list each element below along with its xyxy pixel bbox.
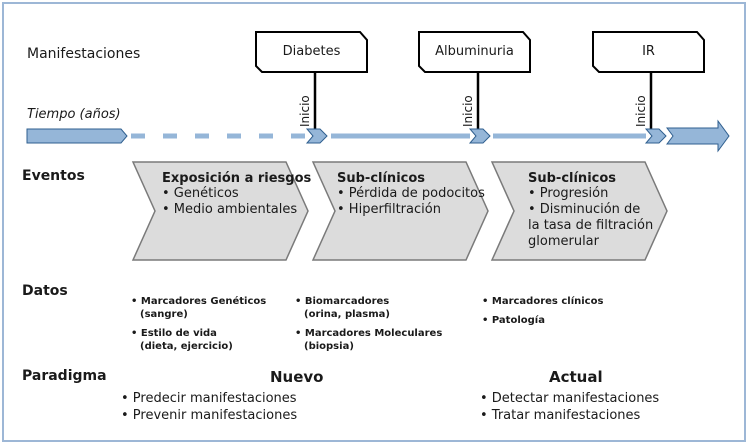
manifestation-box-albuminuria — [418, 31, 531, 131]
event-2-title: Sub-clínicos — [337, 171, 426, 186]
onset-label-ir: Inicio — [634, 95, 648, 127]
data-item-line: • Estilo de vida — [131, 328, 217, 339]
data-item: • Marcadores clínicos — [482, 296, 604, 307]
event-2-item: • Pérdida de podocitos — [337, 186, 485, 201]
data-item-detail: (orina, plasma) — [304, 309, 390, 320]
data-item: • Marcadores Genéticos (sangre) — [131, 295, 266, 321]
row-label-datos: Datos — [22, 283, 68, 299]
data-item: • Patología — [482, 315, 545, 326]
data-item-detail: (sangre) — [140, 309, 188, 320]
event-3-item: • Disminución de — [528, 202, 641, 217]
event-2-content: Sub-clínicos • Pérdida de podocitos • Hi… — [337, 171, 485, 218]
paradigm-new-item: • Prevenir manifestaciones — [121, 408, 298, 423]
paradigm-current-title: Actual — [549, 368, 603, 386]
row-label-paradigma: Paradigma — [22, 368, 107, 384]
data-item: • Estilo de vida (dieta, ejercicio) — [131, 327, 266, 353]
event-1-item: • Medio ambientales — [162, 202, 298, 217]
event-chevron-1 — [131, 161, 309, 261]
event-1-title: Exposición a riesgos — [162, 171, 312, 186]
row-label-manifestaciones: Manifestaciones — [27, 46, 141, 62]
event-3-content: Sub-clínicos • Progresión • Disminución … — [528, 171, 653, 250]
event-3-title: Sub-clínicos — [528, 171, 617, 186]
paradigm-current-item: • Tratar manifestaciones — [480, 408, 641, 423]
data-item: • Biomarcadores (orina, plasma) — [295, 295, 442, 321]
data-item-detail: (biopsia) — [304, 341, 354, 352]
event-chevron-2 — [311, 161, 489, 261]
event-3-item: glomerular — [528, 234, 599, 249]
timeline-start-bar — [26, 128, 128, 144]
event-1-item: • Genéticos — [162, 186, 239, 201]
onset-label-diabetes: Inicio — [298, 95, 312, 127]
onset-marker-ir — [644, 128, 667, 144]
paradigm-current-list: • Detectar manifestaciones • Tratar mani… — [480, 390, 659, 424]
manifestation-label-albuminuria: Albuminuria — [435, 44, 514, 59]
row-label-tiempo: Tiempo (años) — [27, 107, 121, 122]
manifestation-label-ir: IR — [642, 44, 655, 59]
data-item-line: • Biomarcadores — [295, 296, 390, 307]
paradigm-new-item: • Predecir manifestaciones — [121, 391, 297, 406]
manifestation-box-diabetes — [255, 31, 368, 131]
paradigm-new-title: Nuevo — [270, 368, 324, 386]
data-column-2: • Biomarcadores (orina, plasma) • Marcad… — [295, 295, 442, 353]
data-column-1: • Marcadores Genéticos (sangre) • Estilo… — [131, 295, 266, 353]
timeline — [26, 119, 730, 153]
onset-marker-diabetes — [305, 128, 328, 144]
event-3-item: • Progresión — [528, 186, 609, 201]
onset-marker-albuminuria — [468, 128, 491, 144]
paradigm-new-list: • Predecir manifestaciones • Prevenir ma… — [121, 390, 297, 424]
event-2-item: • Hiperfiltración — [337, 202, 441, 217]
event-3-item: la tasa de filtración — [528, 218, 654, 233]
row-label-eventos: Eventos — [22, 168, 85, 184]
event-1-content: Exposición a riesgos • Genéticos • Medio… — [162, 171, 311, 218]
data-item: • Marcadores Moleculares (biopsia) — [295, 327, 442, 353]
data-item-line: • Marcadores Genéticos — [131, 296, 267, 307]
event-chevron-3 — [490, 161, 668, 261]
onset-label-albuminuria: Inicio — [461, 95, 475, 127]
data-item-detail: (dieta, ejercicio) — [140, 341, 233, 352]
manifestation-label-diabetes: Diabetes — [282, 44, 341, 59]
paradigm-current-item: • Detectar manifestaciones — [480, 391, 660, 406]
data-column-3: • Marcadores clínicos • Patología — [482, 295, 603, 327]
data-item-line: • Marcadores Moleculares — [295, 328, 443, 339]
manifestation-box-ir — [592, 31, 705, 131]
timeline-end-arrow — [666, 119, 730, 153]
